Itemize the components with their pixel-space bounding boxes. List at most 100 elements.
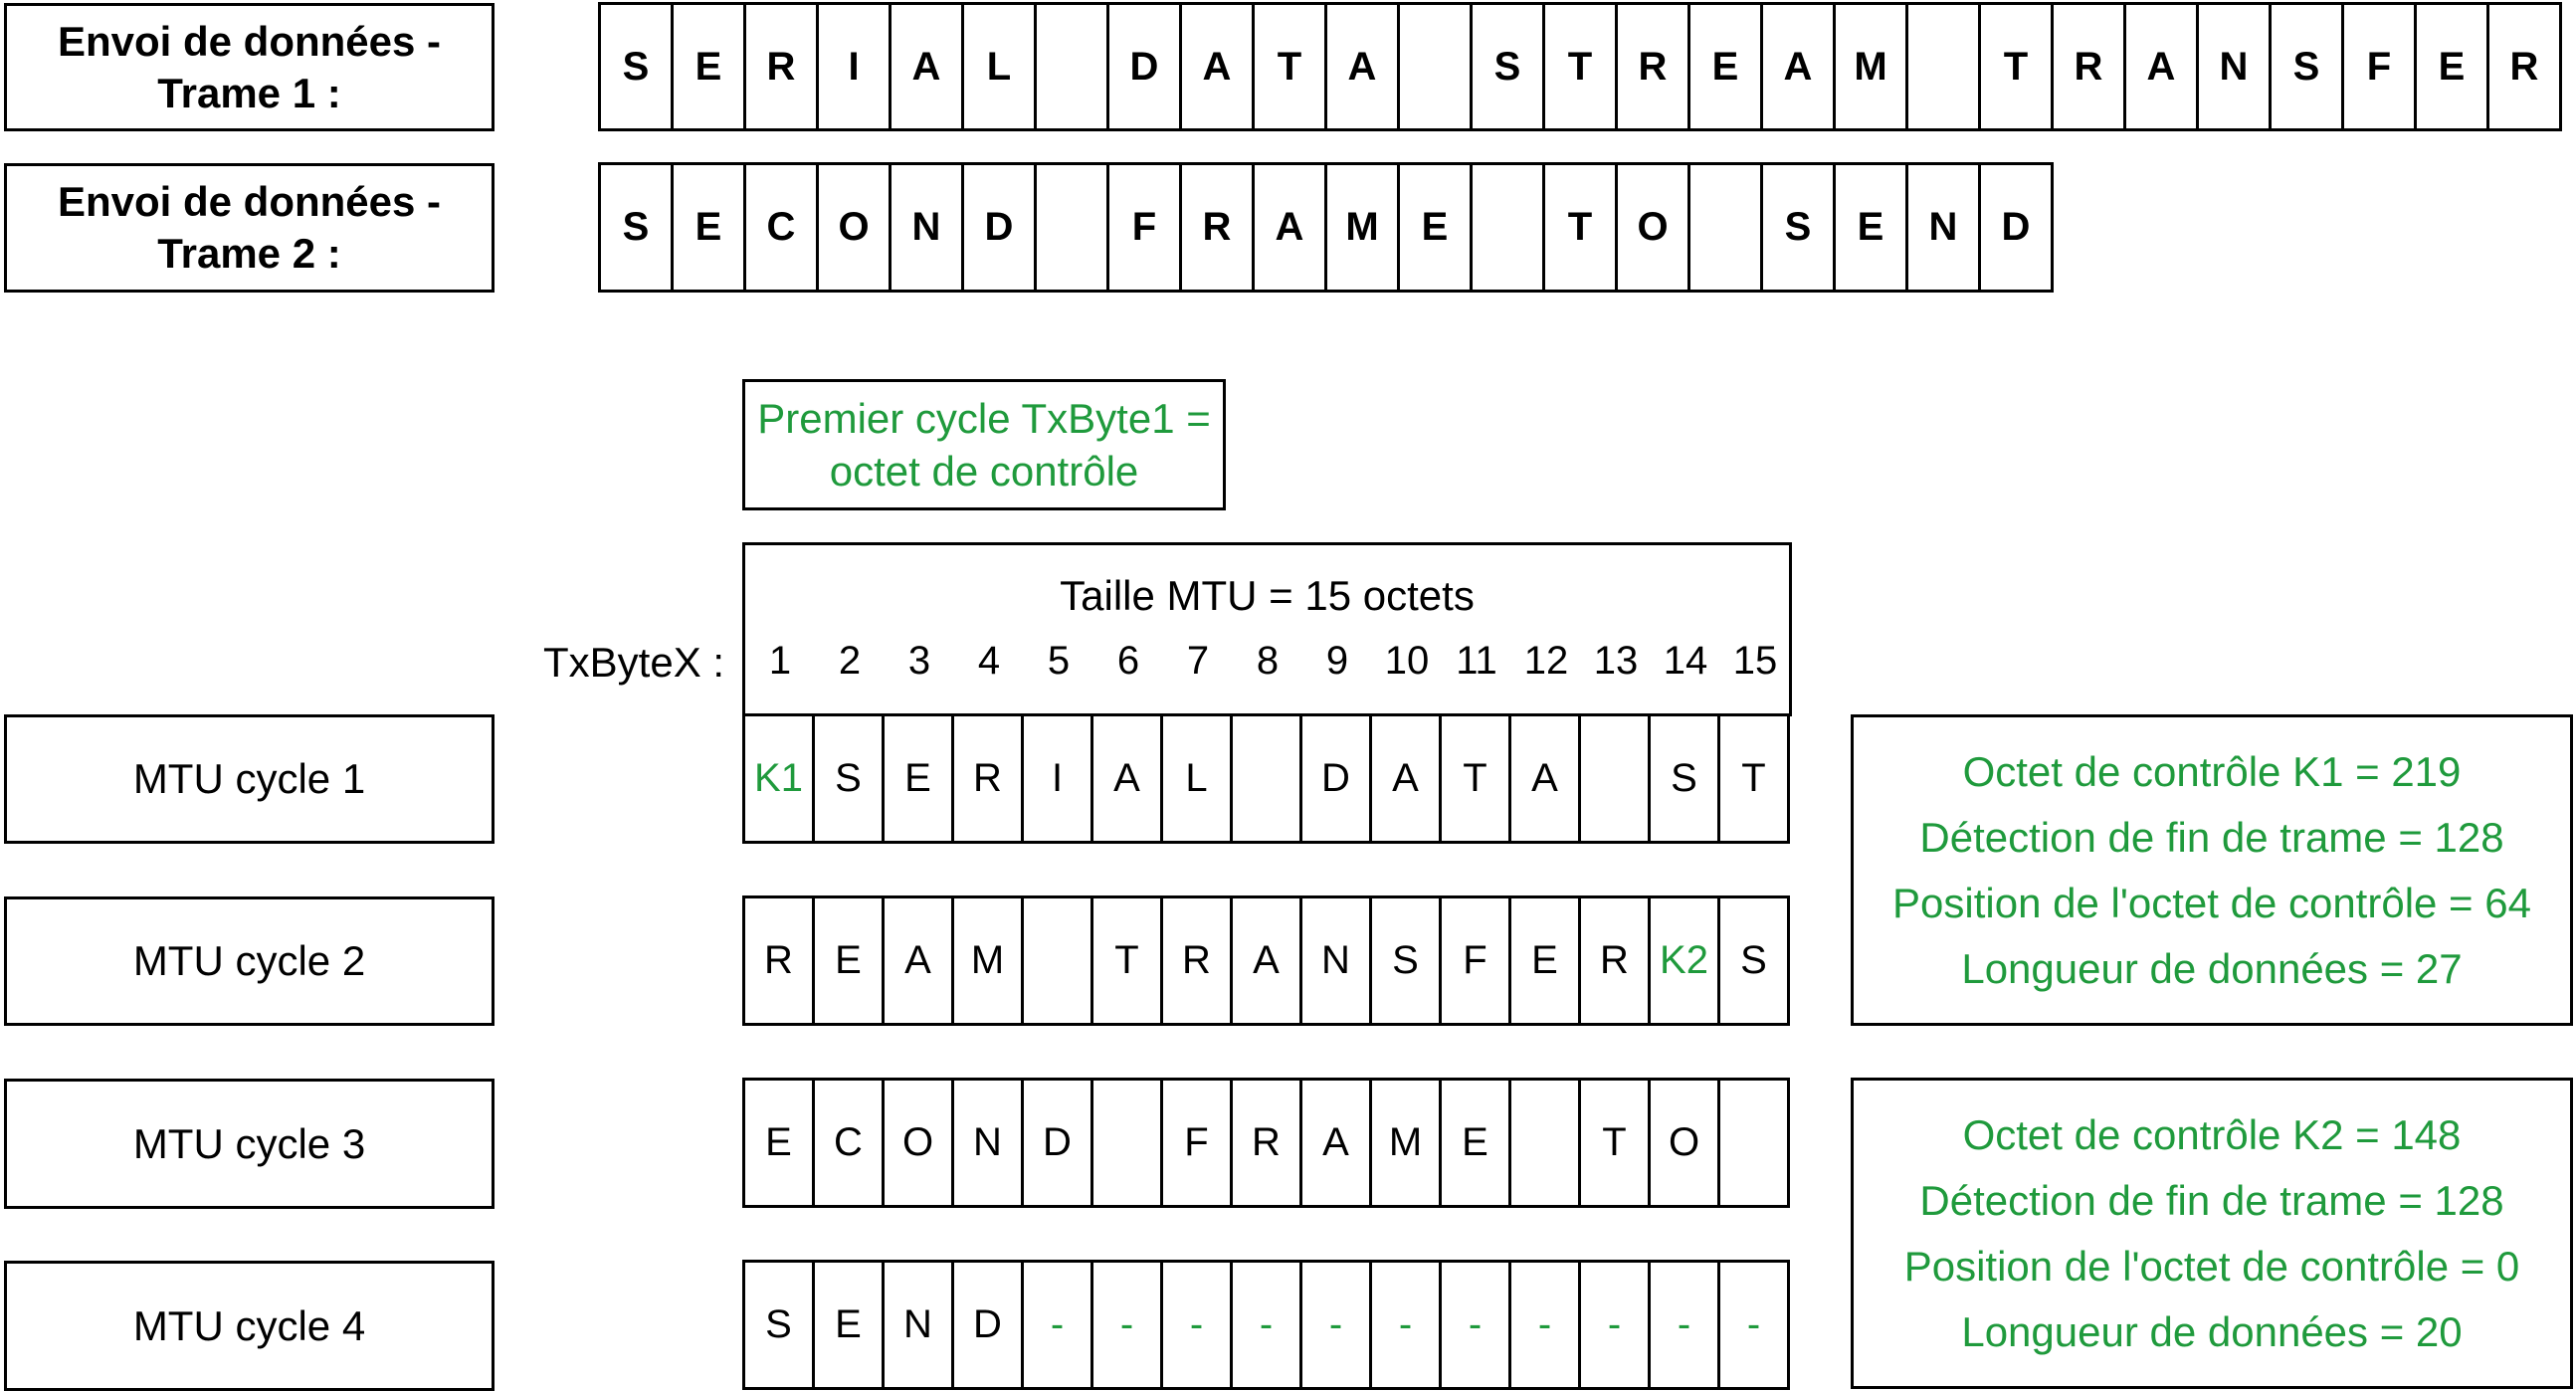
frame-1-char-cell [1400,5,1473,128]
info-box-k1: Octet de contrôle K1 = 219 Détection de … [1851,714,2573,1026]
mtu-cycle-3-byte-cell [1720,1081,1790,1205]
frame-1-label-line1: Envoi de données - [57,17,442,65]
frame-1-char-cell: T [1981,5,2054,128]
byte-number: 12 [1523,639,1569,683]
frame-1-char-cell [1908,5,1981,128]
frame-2-char-cell: D [1981,165,2054,290]
frame-2-char-cell: M [1327,165,1400,290]
mtu-cycle-4-byte-cell: - [1720,1263,1790,1387]
mtu-cycle-2-byte-cell: A [1233,898,1302,1023]
info-box-k2: Octet de contrôle K2 = 148 Détection de … [1851,1078,2573,1389]
mtu-cycle-4-byte-cell: - [1024,1263,1093,1387]
frame-2-char-cell: D [964,165,1037,290]
frame-1-char-cell: A [892,5,964,128]
mtu-cycle-3-byte-cell [1511,1081,1581,1205]
frame-1-char-cell: N [2199,5,2272,128]
info-k2-end-detection: Détection de fin de trame = 128 [1919,1176,2504,1224]
mtu-cycle-3-label: MTU cycle 3 [132,1119,366,1167]
frame-1-char-cell: A [2126,5,2199,128]
byte-number: 2 [838,639,862,683]
byte-number: 3 [907,639,931,683]
mtu-cycle-4-byte-cell: - [1511,1263,1581,1387]
frame-2-char-cell: O [819,165,892,290]
mtu-size-title: Taille MTU = 15 octets [1060,572,1475,619]
frame-1-char-cell [1037,5,1109,128]
info-k2-control-byte: Octet de contrôle K2 = 148 [1962,1110,2462,1158]
byte-number: 8 [1256,639,1280,683]
mtu-cycle-1-label: MTU cycle 1 [132,755,366,802]
frame-2-char-cell [1473,165,1545,290]
frame-2-char-cell: S [1763,165,1836,290]
byte-number: 7 [1186,639,1210,683]
byte-number: 15 [1732,639,1778,683]
frame-2-char-cell: E [674,165,746,290]
control-byte-callout: Premier cycle TxByte1 = octet de contrôl… [742,379,1226,510]
frame-2-label-line1: Envoi de données - [57,178,442,225]
frame-1-char-cell: R [2054,5,2126,128]
frame-2-label-box: Envoi de données - Trame 2 : [4,163,495,293]
mtu-cycle-2-byte-cell: E [815,898,885,1023]
callout-line2: octet de contrôle [829,448,1139,495]
mtu-cycle-4-byte-cell: - [1302,1263,1372,1387]
info-k2-data-length: Longueur de données = 20 [1961,1307,2463,1355]
mtu-cycle-2-label: MTU cycle 2 [132,937,366,984]
mtu-cycle-3-byte-cell: R [1233,1081,1302,1205]
frame-2-char-cell: C [746,165,819,290]
mtu-cycle-2-byte-cell: S [1720,898,1790,1023]
byte-number: 4 [977,639,1001,683]
mtu-cycle-3-byte-cell: O [1651,1081,1720,1205]
byte-number: 5 [1047,639,1071,683]
frame-2-char-cell: R [1182,165,1255,290]
frame-1-char-cell: S [2272,5,2344,128]
mtu-cycle-1-byte-cell: T [1442,716,1511,841]
info-k2-control-position: Position de l'octet de contrôle = 0 [1903,1242,2520,1290]
frame-1-char-cell: R [1618,5,1690,128]
mtu-cycle-3-byte-cell: M [1372,1081,1442,1205]
mtu-cycle-1-byte-cell: S [1651,716,1720,841]
frame-1-char-cell: F [2344,5,2417,128]
mtu-cycle-1-byte-cell: A [1372,716,1442,841]
mtu-cycle-1-byte-cell [1581,716,1651,841]
byte-number: 14 [1663,639,1708,683]
frame-1-char-cell: S [601,5,674,128]
mtu-cycle-3-byte-cell: N [954,1081,1024,1205]
frame-1-char-cell: A [1182,5,1255,128]
frame-2-label-line2: Trame 2 : [157,230,341,277]
mtu-cycle-3-byte-cell: D [1024,1081,1093,1205]
mtu-cycle-1-byte-cell: A [1511,716,1581,841]
byte-number: 11 [1456,639,1497,683]
mtu-cycle-2-byte-cell: R [745,898,815,1023]
mtu-cycle-3-byte-cell [1093,1081,1163,1205]
mtu-cycle-4-byte-cell: - [1442,1263,1511,1387]
mtu-cycle-4-byte-cell: - [1163,1263,1233,1387]
frame-1-char-cell: T [1545,5,1618,128]
mtu-cycle-3-byte-cell: C [815,1081,885,1205]
mtu-cycle-3-byte-cell: E [1442,1081,1511,1205]
mtu-cycle-2-byte-cell: F [1442,898,1511,1023]
mtu-cycle-1-byte-cell: I [1024,716,1093,841]
mtu-cycle-1-byte-cell: E [885,716,954,841]
mtu-cycle-4-byte-cell: N [885,1263,954,1387]
mtu-cycle-1-byte-cell: R [954,716,1024,841]
mtu-cycle-3-byte-cell: T [1581,1081,1651,1205]
mtu-cycle-4-byte-cell: E [815,1263,885,1387]
mtu-cycle-4-byte-cell: D [954,1263,1024,1387]
mtu-cycle-4-byte-cell: - [1093,1263,1163,1387]
frame-2-char-cell: O [1618,165,1690,290]
info-k1-control-position: Position de l'octet de contrôle = 64 [1892,879,2531,926]
frame-2-char-cell: N [1908,165,1981,290]
mtu-cycle-2-byte-cell: M [954,898,1024,1023]
frame-1-char-cell: I [819,5,892,128]
mtu-cycle-3-byte-cell: E [745,1081,815,1205]
callout-line1: Premier cycle TxByte1 = [757,395,1211,442]
mtu-cycle-4-byte-cell: S [745,1263,815,1387]
mtu-cycle-3-label-box: MTU cycle 3 [4,1079,495,1209]
mtu-cycle-4-byte-cell: - [1581,1263,1651,1387]
mtu-cycle-2-byte-cell: R [1581,898,1651,1023]
mtu-cycle-1-label-box: MTU cycle 1 [4,714,495,844]
